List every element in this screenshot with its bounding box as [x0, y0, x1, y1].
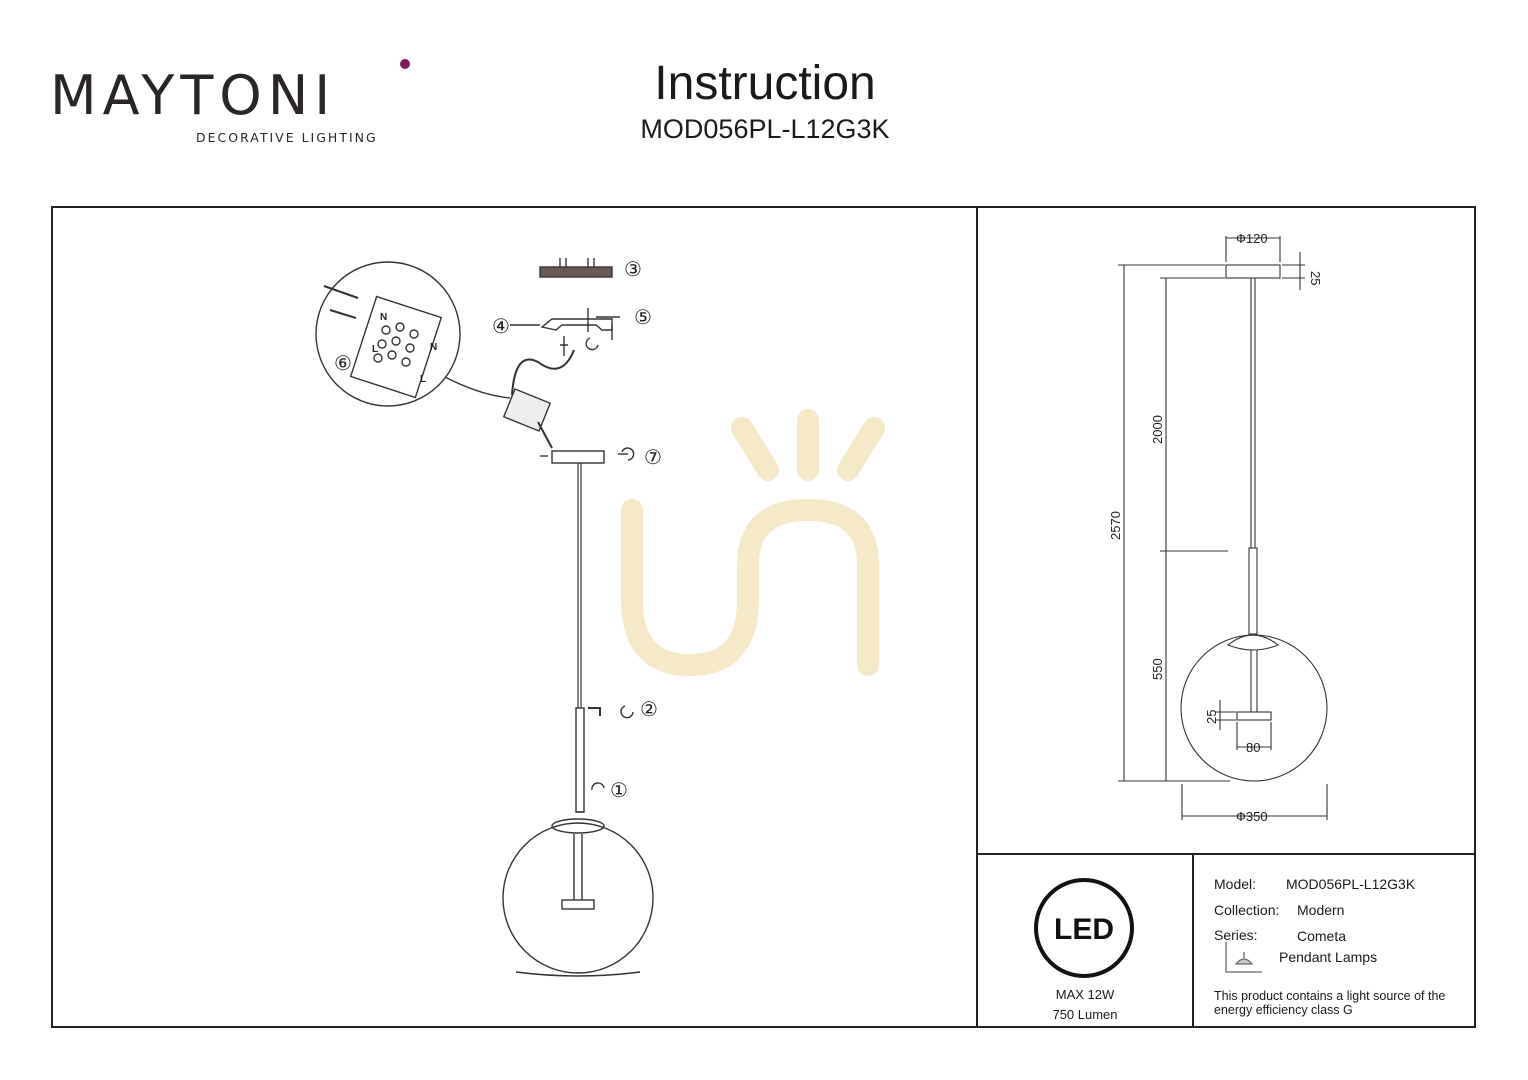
dim-canopy — [1225, 264, 1281, 279]
instruction-frame — [51, 206, 1476, 1028]
brand-logo: MAYTONI DECORATIVE LIGHTING — [50, 58, 410, 153]
dim-label-canopy-height: 25 — [1308, 271, 1323, 285]
ceiling-plate — [539, 266, 613, 278]
dim-label-shade-diameter: Ф350 — [1236, 809, 1268, 824]
led-disk — [561, 899, 595, 910]
dimension-labels: Ф120 25 2000 2570 550 25 80 Ф350 — [1108, 231, 1323, 824]
step-labels: ① ② ③ ④ ⑤ ⑥ ⑦ — [334, 259, 662, 802]
dim-label-disk-height: 25 — [1204, 710, 1219, 724]
led-power: MAX 12W — [1055, 987, 1115, 1002]
detail-terminal — [349, 295, 443, 399]
spec-energy-line-2: energy efficiency class G — [1214, 1003, 1353, 1017]
glass-sphere — [502, 822, 654, 974]
shade-cap — [551, 818, 605, 834]
mounting-bracket — [540, 318, 613, 331]
suspension-tube — [575, 707, 585, 813]
terminal-letter-l-left: L — [372, 344, 378, 355]
spec-collection-value: Modern — [1297, 902, 1345, 918]
dim-cap — [1226, 634, 1280, 651]
step-label-5: ⑤ — [634, 307, 652, 329]
watermark-icon — [621, 409, 885, 677]
dim-tube — [1248, 547, 1258, 635]
brand-tagline: DECORATIVE LIGHTING — [196, 130, 378, 145]
canopy — [551, 450, 605, 464]
led-lumen: 750 Lumen — [1052, 1007, 1118, 1022]
dim-led-disk — [1236, 711, 1272, 721]
step-label-2: ② — [640, 699, 658, 721]
step-label-4: ④ — [492, 316, 510, 338]
terminal-letter-n-right: N — [430, 342, 437, 353]
spec-collection-label: Collection: — [1214, 902, 1280, 918]
detail-magnifier — [315, 261, 461, 407]
spec-type-value: Pendant Lamps — [1279, 949, 1378, 965]
page-title: Instruction — [654, 57, 876, 110]
pendant-lamp-icon — [1225, 942, 1262, 973]
assembly-diagram — [315, 258, 654, 977]
page-model-number: MOD056PL-L12G3K — [640, 114, 890, 144]
led-circle-icon — [1034, 878, 1134, 978]
dim-label-disk-diameter: 80 — [1246, 740, 1260, 755]
spec-model-label: Model: — [1214, 876, 1257, 892]
led-badge-text: LED — [1054, 913, 1114, 946]
dim-label-canopy-diameter: Ф120 — [1236, 231, 1268, 246]
terminal-letters: N L N L — [372, 312, 437, 385]
spec-model-value: MOD056PL-L12G3K — [1286, 876, 1416, 892]
terminal-letter-n-left: N — [380, 312, 387, 323]
step-label-6: ⑥ — [334, 353, 352, 375]
led-badge: LED — [1034, 878, 1134, 978]
terminal-letter-l-right: L — [420, 374, 426, 385]
spec-series-value: Cometa — [1297, 928, 1347, 944]
brand-name: MAYTONI — [50, 64, 337, 127]
step-label-7: ⑦ — [644, 447, 662, 469]
dim-sphere — [1180, 634, 1328, 782]
dim-label-shade-height: 550 — [1150, 658, 1165, 680]
step-label-1: ① — [610, 780, 628, 802]
spec-series-label: Series: — [1214, 927, 1258, 943]
spec-energy-line-1: This product contains a light source of … — [1214, 989, 1446, 1003]
terminal-block — [502, 388, 552, 432]
dim-label-cable-length: 2000 — [1150, 415, 1165, 444]
logo-dot — [400, 59, 410, 69]
dim-label-total-height: 2570 — [1108, 511, 1123, 540]
step-label-3: ③ — [624, 259, 642, 281]
dimension-drawing — [1118, 236, 1328, 820]
